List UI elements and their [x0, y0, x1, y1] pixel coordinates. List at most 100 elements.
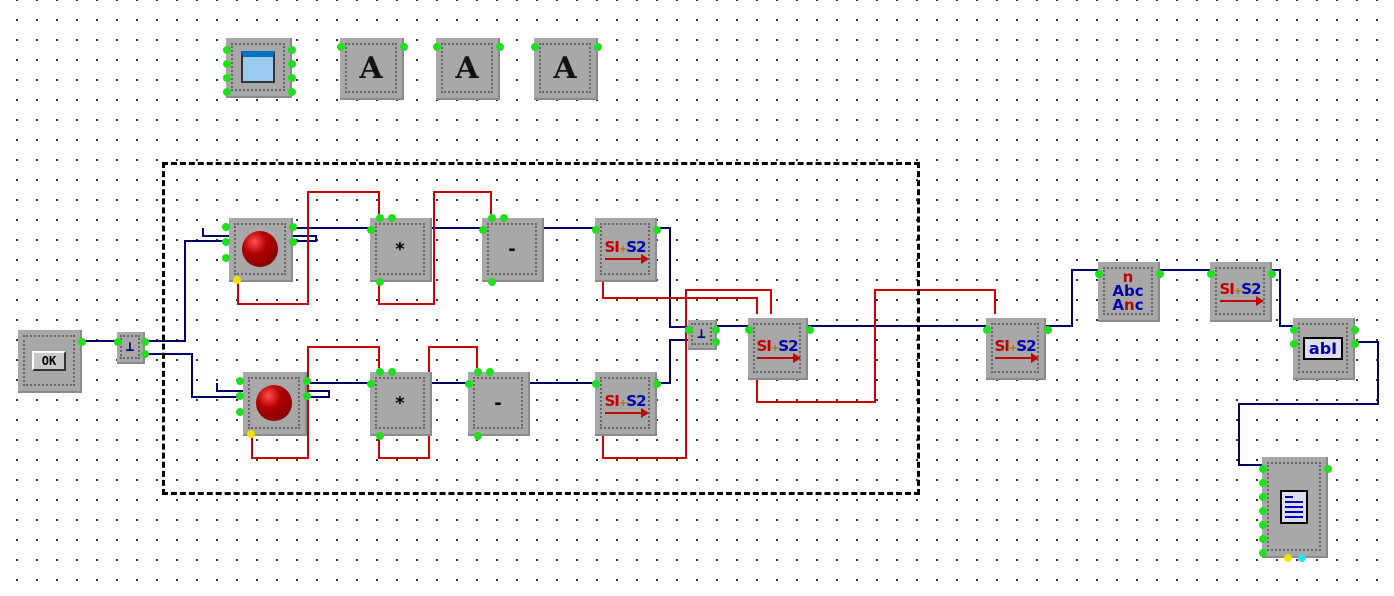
connector-pin[interactable] — [222, 238, 230, 246]
connector-pin[interactable] — [289, 223, 297, 231]
op-block-sub1[interactable]: - — [479, 214, 544, 286]
connector-pin[interactable] — [1156, 270, 1164, 278]
connector-pin[interactable] — [388, 214, 396, 222]
connector-pin[interactable] — [465, 380, 473, 388]
connector-pin[interactable] — [745, 326, 753, 334]
connector-pin[interactable] — [223, 74, 231, 82]
connector-pin[interactable] — [222, 254, 230, 262]
control-wire[interactable] — [251, 346, 380, 459]
label-block-label1[interactable]: A — [337, 38, 408, 100]
control-wire[interactable] — [602, 289, 772, 459]
connector-pin[interactable] — [500, 214, 508, 222]
op-block-mul1[interactable]: * — [367, 214, 432, 286]
op-block-mul2[interactable]: * — [367, 368, 432, 440]
memo-block-memo[interactable] — [1259, 457, 1332, 562]
connector-pin[interactable] — [388, 368, 396, 376]
edit-block-edit[interactable]: abI — [1290, 318, 1359, 380]
connector-pin[interactable] — [223, 88, 231, 96]
connector-pin[interactable] — [376, 278, 384, 286]
connector-pin[interactable] — [288, 60, 296, 68]
connector-pin[interactable] — [983, 326, 991, 334]
connector-pin[interactable] — [685, 326, 693, 334]
data-wire[interactable] — [1272, 269, 1293, 327]
split-block-split2[interactable]: ⊥ — [685, 320, 720, 350]
data-wire[interactable] — [145, 353, 243, 398]
connector-pin[interactable] — [486, 368, 494, 376]
concat-block-cat5[interactable]: SI+S2 — [1207, 262, 1276, 322]
connector-pin[interactable] — [303, 377, 311, 385]
data-wire[interactable] — [216, 383, 243, 392]
connector-pin[interactable] — [400, 43, 408, 51]
data-wire[interactable] — [307, 390, 330, 398]
connector-pin[interactable] — [141, 350, 149, 358]
connector-pin[interactable] — [474, 432, 482, 440]
connector-pin[interactable] — [337, 43, 345, 51]
data-wire[interactable] — [293, 235, 317, 242]
connector-pin[interactable] — [1268, 270, 1276, 278]
split-block-split1[interactable]: ⊥ — [114, 332, 149, 364]
connector-pin[interactable] — [592, 380, 600, 388]
connector-pin[interactable] — [233, 276, 241, 284]
connector-pin[interactable] — [594, 43, 602, 51]
connector-pin[interactable] — [496, 43, 504, 51]
data-wire[interactable] — [145, 240, 229, 342]
connector-pin[interactable] — [531, 43, 539, 51]
connector-pin[interactable] — [488, 278, 496, 286]
connector-pin[interactable] — [1324, 465, 1332, 473]
connector-pin[interactable] — [1351, 326, 1359, 334]
connector-pin[interactable] — [376, 432, 384, 440]
connector-pin[interactable] — [1284, 554, 1292, 562]
connector-pin[interactable] — [236, 377, 244, 385]
connector-pin[interactable] — [222, 223, 230, 231]
control-wire[interactable] — [602, 282, 758, 314]
label-block-label3[interactable]: A — [531, 38, 602, 100]
connector-pin[interactable] — [247, 430, 255, 438]
connector-pin[interactable] — [288, 74, 296, 82]
connector-pin[interactable] — [288, 46, 296, 54]
connector-pin[interactable] — [479, 226, 487, 234]
connector-pin[interactable] — [1259, 493, 1267, 501]
label-block-label2[interactable]: A — [433, 38, 504, 100]
data-wire[interactable] — [202, 228, 229, 237]
connector-pin[interactable] — [592, 226, 600, 234]
concat-block-cat3[interactable]: SI+S2 — [745, 318, 814, 380]
connector-pin[interactable] — [1095, 270, 1103, 278]
group-frame[interactable] — [162, 162, 920, 495]
connector-pin[interactable] — [236, 408, 244, 416]
control-wire[interactable] — [237, 191, 380, 305]
connector-pin[interactable] — [1259, 507, 1267, 515]
connector-pin[interactable] — [236, 392, 244, 400]
form-block-form[interactable] — [223, 38, 296, 98]
data-wire[interactable] — [1046, 269, 1098, 327]
connector-pin[interactable] — [1207, 270, 1215, 278]
connector-pin[interactable] — [712, 326, 720, 334]
connector-pin[interactable] — [433, 43, 441, 51]
data-wire[interactable] — [657, 227, 688, 328]
connector-pin[interactable] — [289, 238, 297, 246]
connector-pin[interactable] — [488, 214, 496, 222]
concat-block-cat2[interactable]: SI+S2 — [592, 372, 661, 436]
connector-pin[interactable] — [376, 368, 384, 376]
connector-pin[interactable] — [367, 226, 375, 234]
connector-pin[interactable] — [303, 392, 311, 400]
connector-pin[interactable] — [1290, 326, 1298, 334]
connector-pin[interactable] — [1259, 465, 1267, 473]
connector-pin[interactable] — [474, 368, 482, 376]
connector-pin[interactable] — [653, 226, 661, 234]
connector-pin[interactable] — [223, 46, 231, 54]
connector-pin[interactable] — [1044, 326, 1052, 334]
connector-pin[interactable] — [141, 338, 149, 346]
connector-pin[interactable] — [376, 214, 384, 222]
connector-pin[interactable] — [1259, 549, 1267, 557]
connector-pin[interactable] — [1259, 479, 1267, 487]
connector-pin[interactable] — [367, 380, 375, 388]
connector-pin[interactable] — [223, 60, 231, 68]
control-wire[interactable] — [756, 289, 996, 403]
connector-pin[interactable] — [1290, 340, 1298, 348]
connector-pin[interactable] — [78, 338, 86, 346]
data-wire[interactable] — [1238, 341, 1379, 466]
button-block-okbutton[interactable]: OK — [18, 330, 86, 393]
concat-block-cat1[interactable]: SI+S2 — [592, 218, 661, 282]
